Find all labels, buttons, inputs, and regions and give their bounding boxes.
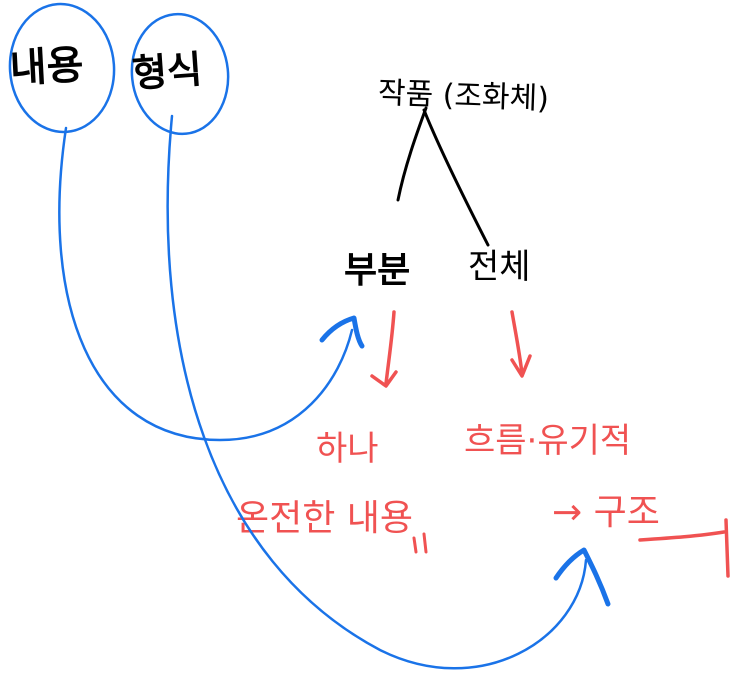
content-to-part-arrowhead (319, 315, 365, 349)
part-label: 부분 (344, 250, 410, 291)
form-to-structure-connector (166, 114, 588, 670)
form-to-structure-arrowhead (553, 547, 611, 607)
content-to-part-connector (58, 126, 354, 442)
form-label: 형식 (131, 47, 204, 96)
part-down-arrow (370, 310, 398, 388)
content-label: 내용 (9, 42, 85, 92)
whole-result-2: → 구조 (552, 492, 660, 533)
structure-right-arrow (638, 518, 730, 578)
tree-branch-left (396, 106, 428, 202)
part-tick-marks (412, 532, 428, 554)
literature-label: 작품 (조화체) (377, 76, 549, 117)
tree-branch-right (422, 108, 490, 247)
whole-result-1: 흐름·유기적 (464, 421, 631, 461)
whole-label: 전체 (468, 247, 531, 287)
form-circle (130, 12, 230, 136)
part-result-2: 온전한 내용 (236, 498, 413, 539)
part-result-1: 하나 (316, 429, 379, 469)
whole-down-arrow (510, 310, 532, 378)
